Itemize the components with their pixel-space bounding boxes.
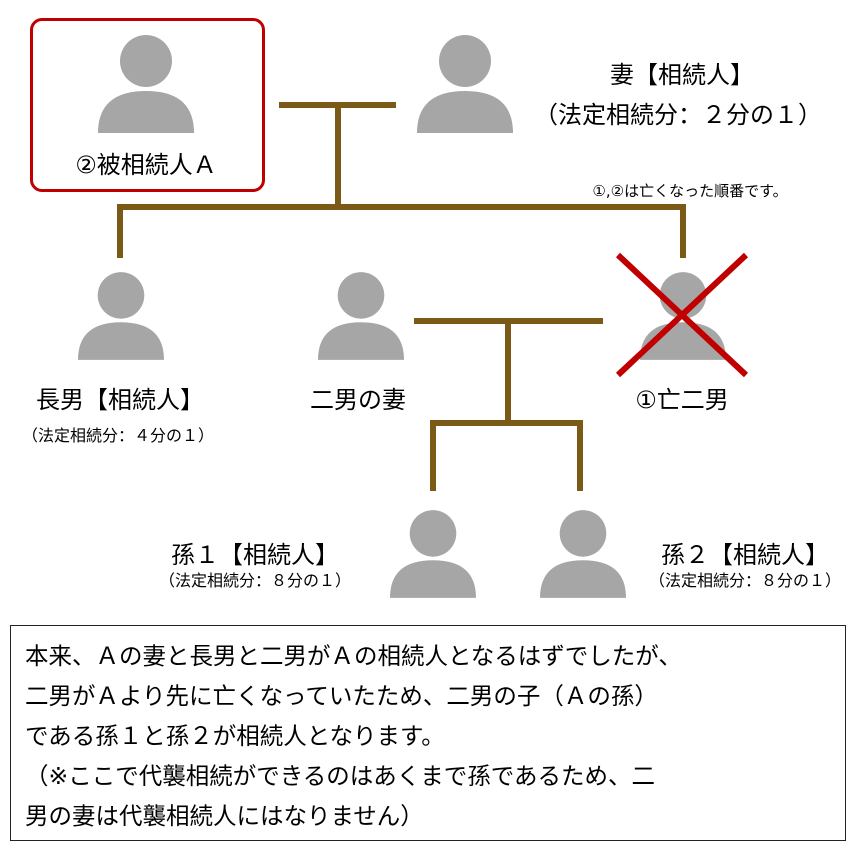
second-son-label: ①亡二男	[635, 386, 729, 414]
death-order-note: ①,②は亡くなった順番です。	[592, 182, 788, 200]
wife-label: 妻【相続人】	[610, 61, 754, 89]
eldest-son-label: 長男【相続人】	[36, 386, 204, 414]
grandchild1-share: （法定相続分：８分の１）	[158, 571, 352, 590]
person-icon-grandchild1	[390, 510, 476, 598]
deceased-cross-icon	[615, 252, 749, 378]
explanation-line: （※ここで代襲相続ができるのはあくまで孫であるため、二	[25, 762, 655, 790]
eldest-son-share: （法定相続分：４分の１）	[21, 426, 215, 445]
grandchild2-label: 孫２【相続人】	[661, 541, 829, 569]
explanation-line: 男の妻は代襲相続人にはなりません）	[25, 802, 424, 830]
grandchild1-label: 孫１【相続人】	[171, 541, 339, 569]
person-icon-deceased-a	[98, 35, 194, 133]
wife-share: （法定相続分：２分の１）	[534, 101, 822, 129]
person-icon-second-son-wife	[318, 272, 404, 360]
deceased-a-label: ②被相続人Ａ	[75, 151, 217, 179]
person-icon-wife	[417, 35, 513, 133]
second-son-wife-label: 二男の妻	[310, 386, 406, 414]
deceased-highlight-box	[30, 18, 265, 192]
person-icon-eldest-son	[78, 272, 164, 360]
grandchild2-share: （法定相続分：８分の１）	[648, 571, 842, 590]
explanation-line: である孫１と孫２が相続人となります。	[25, 722, 445, 750]
explanation-line: 二男がＡより先に亡くなっていたため、二男の子（Ａの孫）	[25, 682, 658, 710]
person-icon-grandchild2	[540, 510, 626, 598]
explanation-box: 本来、Ａの妻と長男と二男がＡの相続人となるはずでしたが、 二男がＡより先に亡くな…	[10, 625, 846, 841]
explanation-line: 本来、Ａの妻と長男と二男がＡの相続人となるはずでしたが、	[25, 642, 682, 670]
